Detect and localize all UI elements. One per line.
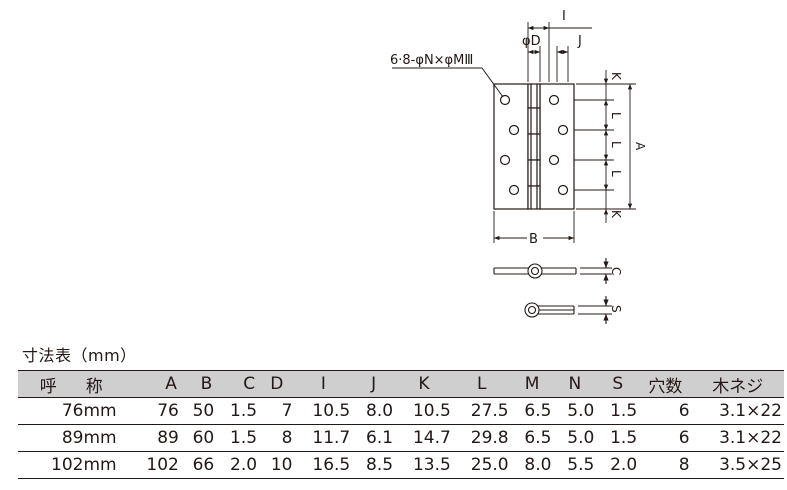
table-cell: 14.7 bbox=[395, 424, 453, 452]
dim-label-L3: L bbox=[609, 170, 623, 177]
hinge-front-view bbox=[493, 83, 575, 210]
header-L: L bbox=[452, 370, 511, 398]
table-cell: 27.5 bbox=[452, 397, 511, 425]
dim-label-C: C bbox=[609, 267, 623, 275]
screw-holes bbox=[499, 94, 569, 196]
table-row: 76mm 76 50 1.5 7 10.5 8.0 10.5 27.5 6.5 … bbox=[18, 397, 784, 425]
table-cell: 1.5 bbox=[216, 424, 260, 452]
hinge-knuckle bbox=[527, 133, 541, 161]
header-wood-screw: 木ネジ bbox=[691, 370, 784, 398]
table-cell: 89mm bbox=[18, 424, 131, 452]
table-cell: 76mm bbox=[18, 397, 131, 425]
table-cell: 8.0 bbox=[510, 451, 554, 479]
table-cell: 10 bbox=[259, 451, 295, 479]
table-cell: 13.5 bbox=[395, 451, 453, 479]
table-cell: 5.0 bbox=[553, 397, 597, 425]
table-cell: 8 bbox=[639, 451, 692, 479]
hinge-knuckle bbox=[527, 159, 541, 187]
header-D: D bbox=[259, 370, 295, 398]
hole-callout bbox=[392, 67, 504, 98]
header-I: I bbox=[294, 370, 353, 398]
dim-label-L2: L bbox=[609, 141, 623, 148]
screw-hole bbox=[508, 184, 520, 196]
table-cell: 7 bbox=[259, 397, 295, 425]
table-cell: 10.5 bbox=[294, 397, 353, 425]
header-M: M bbox=[510, 370, 554, 398]
table-caption: 寸法表（mm） bbox=[22, 346, 137, 365]
header-K: K bbox=[395, 370, 453, 398]
header-C: C bbox=[216, 370, 260, 398]
table-cell: 76 bbox=[130, 397, 181, 425]
top-dimensions bbox=[527, 22, 592, 82]
screw-hole bbox=[508, 124, 520, 136]
dim-label-K-top: K bbox=[609, 72, 623, 81]
hinge-technical-drawing: 6·8-φN×φMⅢ I φD J K L L L A K bbox=[390, 9, 647, 324]
dim-label-K-bottom: K bbox=[609, 210, 623, 219]
screw-hole bbox=[557, 184, 569, 196]
table-cell: 8.0 bbox=[352, 397, 396, 425]
dimension-table: 呼 称 A B C D I J K L M N S 穴数 木ネジ 76mm 76… bbox=[18, 370, 784, 479]
table-cell: 6.5 bbox=[510, 424, 554, 452]
table-cell: 6 bbox=[639, 424, 692, 452]
dim-label-B: B bbox=[529, 232, 538, 247]
table-cell: 5.5 bbox=[553, 451, 597, 479]
table-cell: 60 bbox=[180, 424, 217, 452]
dim-label-J: J bbox=[577, 34, 582, 49]
dim-label-A: A bbox=[633, 142, 647, 151]
hole-callout-label: 6·8-φN×φMⅢ bbox=[390, 53, 473, 68]
table-cell: 1.5 bbox=[596, 424, 640, 452]
table-cell: 2.0 bbox=[216, 451, 260, 479]
hinge-end-view-open bbox=[493, 258, 612, 284]
table-cell: 2.0 bbox=[596, 451, 640, 479]
right-dimensions bbox=[574, 70, 636, 223]
table-cell: 8.5 bbox=[352, 451, 396, 479]
table-cell: 10.5 bbox=[395, 397, 453, 425]
table-cell: 6.1 bbox=[352, 424, 396, 452]
hinge-right-leaf bbox=[539, 83, 575, 210]
table-cell: 6.5 bbox=[510, 397, 554, 425]
screw-hole bbox=[499, 154, 511, 166]
table-cell: 1.5 bbox=[216, 397, 260, 425]
header-B: B bbox=[180, 370, 217, 398]
hinge-end-view-closed bbox=[524, 296, 612, 324]
header-hole-count: 穴数 bbox=[639, 370, 692, 398]
table-cell: 66 bbox=[180, 451, 217, 479]
table-cell: 3.5×25 bbox=[691, 451, 784, 479]
header-J: J bbox=[352, 370, 396, 398]
header-S: S bbox=[596, 370, 640, 398]
table-cell: 8 bbox=[259, 424, 295, 452]
hinge-knuckle bbox=[527, 107, 541, 135]
table-cell: 3.1×22 bbox=[691, 397, 784, 425]
table-cell: 11.7 bbox=[294, 424, 353, 452]
table-cell: 3.1×22 bbox=[691, 424, 784, 452]
table-cell: 102mm bbox=[18, 451, 131, 479]
table-cell: 89 bbox=[130, 424, 181, 452]
table-cell: 1.5 bbox=[596, 397, 640, 425]
table-cell: 25.0 bbox=[452, 451, 511, 479]
table-header-row: 呼 称 A B C D I J K L M N S 穴数 木ネジ bbox=[18, 370, 784, 398]
table-cell: 6 bbox=[639, 397, 692, 425]
dim-label-I: I bbox=[562, 9, 566, 24]
table-cell: 16.5 bbox=[294, 451, 353, 479]
dim-label-S: S bbox=[609, 305, 623, 313]
table-cell: 50 bbox=[180, 397, 217, 425]
screw-hole bbox=[499, 94, 511, 106]
screw-hole bbox=[557, 124, 569, 136]
table-cell: 5.0 bbox=[553, 424, 597, 452]
header-size: 呼 称 bbox=[18, 370, 131, 398]
header-N: N bbox=[553, 370, 597, 398]
dim-label-phiD: φD bbox=[522, 34, 541, 49]
table-cell: 102 bbox=[130, 451, 181, 479]
hinge-knuckle bbox=[527, 83, 541, 109]
table-row: 102mm 102 66 2.0 10 16.5 8.5 13.5 25.0 8… bbox=[18, 451, 784, 479]
header-A: A bbox=[130, 370, 181, 398]
table-cell: 29.8 bbox=[452, 424, 511, 452]
screw-hole bbox=[548, 94, 560, 106]
screw-hole bbox=[548, 154, 560, 166]
hinge-knuckle bbox=[527, 185, 541, 210]
dim-label-L1: L bbox=[609, 112, 623, 119]
table-row: 89mm 89 60 1.5 8 11.7 6.1 14.7 29.8 6.5 … bbox=[18, 424, 784, 452]
